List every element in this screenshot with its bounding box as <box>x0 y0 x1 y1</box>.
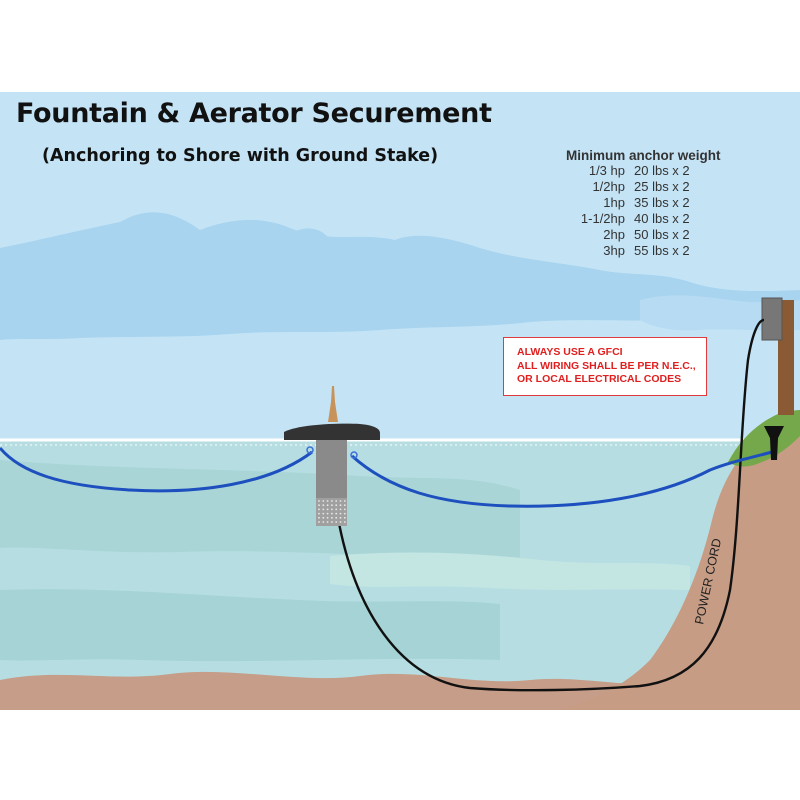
anchor-weight-row: 1-1/2hp 40 lbs x 2 <box>566 211 736 227</box>
weight-value: 40 lbs x 2 <box>634 211 690 226</box>
shore-bank <box>560 420 800 710</box>
pond-bottom <box>0 671 640 710</box>
cloud-band <box>0 212 800 340</box>
power-cord <box>336 318 765 692</box>
page-subtitle: (Anchoring to Shore with Ground Stake) <box>42 146 439 166</box>
anchor-rope-right <box>351 450 773 508</box>
hp-value: 2hp <box>603 227 625 242</box>
warning-line: ALWAYS USE A GFCI <box>517 346 623 358</box>
anchor-weight-table: Minimum anchor weight 1/3 hp 20 lbs x 2 1… <box>566 148 736 259</box>
water-shade <box>0 460 520 560</box>
rope-clip-right <box>350 451 358 459</box>
warning-line: ALL WIRING SHALL BE PER N.E.C., <box>517 359 696 372</box>
anchor-rope-left <box>0 447 313 493</box>
anchor-weight-row: 1hp 35 lbs x 2 <box>566 195 736 211</box>
weight-value: 20 lbs x 2 <box>634 163 690 178</box>
shore-grass <box>728 410 800 467</box>
anchor-weight-row: 3hp 55 lbs x 2 <box>566 243 736 259</box>
motor-screen-holes <box>318 500 346 523</box>
cloud-puff <box>240 227 332 246</box>
weight-value: 35 lbs x 2 <box>634 195 690 210</box>
rope-clip-left <box>306 446 314 454</box>
anchor-weight-heading: Minimum anchor weight <box>566 148 721 163</box>
gfci-warning-box: ALWAYS USE A GFCI ALL WIRING SHALL BE PE… <box>503 337 707 396</box>
hp-value: 1hp <box>603 195 625 210</box>
weight-value: 55 lbs x 2 <box>634 243 690 258</box>
weight-value: 50 lbs x 2 <box>634 227 690 242</box>
hp-value: 3hp <box>603 243 625 258</box>
outlet-box <box>761 297 783 341</box>
warning-line: OR LOCAL ELECTRICAL CODES <box>517 373 682 385</box>
fountain-float <box>284 423 380 440</box>
anchor-weight-row: 1/2hp 25 lbs x 2 <box>566 179 736 195</box>
water-shade <box>330 552 690 590</box>
hp-value: 1/3 hp <box>588 163 625 178</box>
fountain-nozzle <box>328 386 338 422</box>
anchor-weight-row: 2hp 50 lbs x 2 <box>566 227 736 243</box>
hp-value: 1/2hp <box>592 179 625 194</box>
ground-stake <box>764 426 784 460</box>
hp-value: 1-1/2hp <box>580 211 625 226</box>
weight-value: 25 lbs x 2 <box>634 179 690 194</box>
page-title: Fountain & Aerator Securement <box>16 98 492 129</box>
water-shade <box>0 589 500 662</box>
anchor-weight-row: 1/3 hp 20 lbs x 2 <box>566 163 736 179</box>
